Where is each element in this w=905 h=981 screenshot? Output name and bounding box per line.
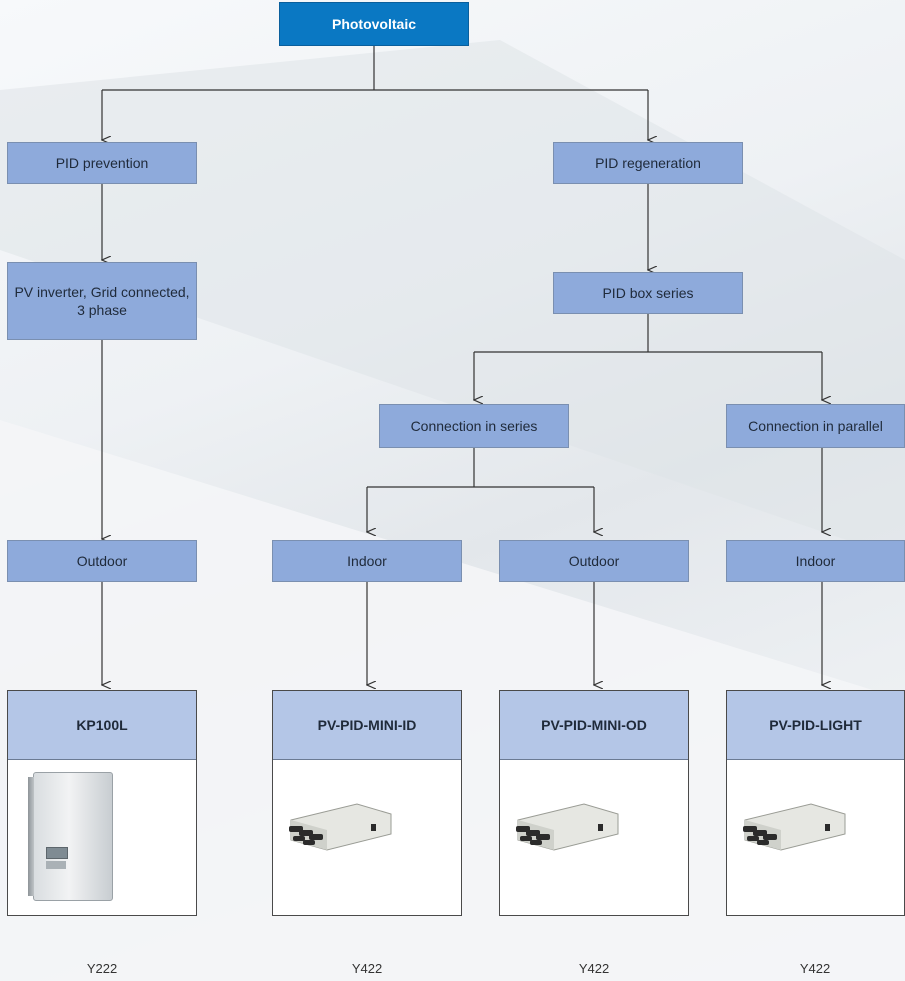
node-pv-inverter: PV inverter, Grid connected, 3 phase: [7, 262, 197, 340]
product-name: PV-PID-MINI-ID: [273, 691, 461, 760]
product-card-kp100l: KP100L: [7, 690, 197, 916]
product-card-pv-pid-mini-od: PV-PID-MINI-OD: [499, 690, 689, 916]
product-code: Y422: [799, 961, 831, 976]
product-card-pv-pid-light: PV-PID-LIGHT: [726, 690, 905, 916]
node-indoor-series: Indoor: [272, 540, 462, 582]
product-code: Y222: [86, 961, 118, 976]
node-pid-box-series: PID box series: [553, 272, 743, 314]
root-node-photovoltaic: Photovoltaic: [279, 2, 469, 46]
node-outdoor-left: Outdoor: [7, 540, 197, 582]
product-code: Y422: [351, 961, 383, 976]
product-name: PV-PID-LIGHT: [727, 691, 904, 760]
pid-box-image: [727, 760, 904, 915]
node-pid-prevention: PID prevention: [7, 142, 197, 184]
product-name: PV-PID-MINI-OD: [500, 691, 688, 760]
pid-box-image: [500, 760, 688, 915]
node-indoor-parallel: Indoor: [726, 540, 905, 582]
node-connection-parallel: Connection in parallel: [726, 404, 905, 448]
node-outdoor-series: Outdoor: [499, 540, 689, 582]
product-card-pv-pid-mini-id: PV-PID-MINI-ID: [272, 690, 462, 916]
pid-box-image: [273, 760, 461, 915]
inverter-image: [8, 760, 196, 915]
node-connection-series: Connection in series: [379, 404, 569, 448]
node-pid-regeneration: PID regeneration: [553, 142, 743, 184]
product-code: Y422: [578, 961, 610, 976]
product-name: KP100L: [8, 691, 196, 760]
